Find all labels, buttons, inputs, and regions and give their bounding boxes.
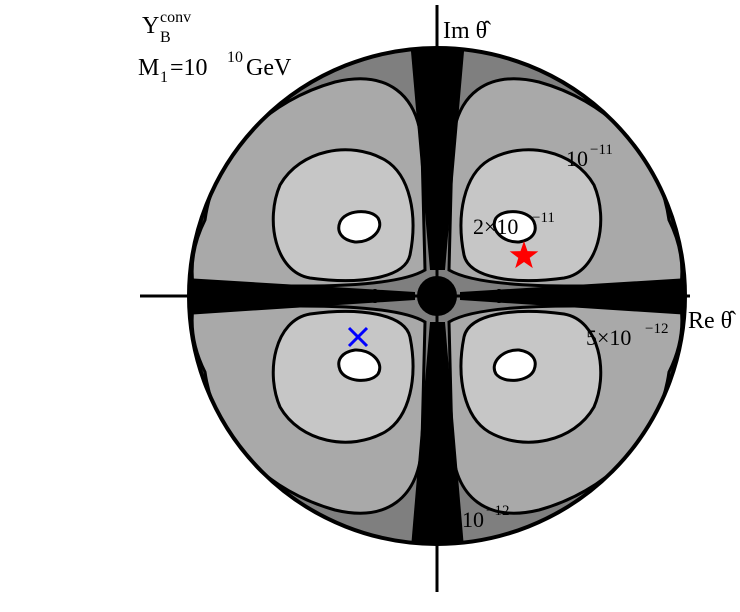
contour-label-1e-12: 10 −12: [462, 503, 509, 532]
title-mass-unit: GeV: [246, 55, 292, 81]
svg-text:2×10: 2×10: [473, 214, 518, 239]
svg-text:−11: −11: [590, 142, 613, 158]
region-2e-11-hole-lower-right: [492, 348, 537, 382]
axis-ticks: [311, 170, 563, 422]
x-axis-label: Re θ̂: [688, 308, 736, 334]
region-1e-11-upper-right: [459, 148, 603, 283]
lobe-lower-right: [447, 304, 684, 515]
star-shape: [509, 241, 539, 269]
contour-label-1e-11: 10 −11: [566, 142, 613, 171]
svg-text:−12: −12: [486, 503, 509, 519]
lobe-upper-left: [190, 77, 427, 288]
contour-label-2e-11: 2×10 −11: [473, 210, 555, 239]
svg-text:−11: −11: [532, 210, 555, 226]
svg-text:5×10: 5×10: [586, 325, 631, 350]
title-mass-exp: 10: [227, 49, 243, 66]
contour-regions: [189, 48, 685, 544]
lobe-lower-left: [190, 304, 427, 515]
svg-text:10: 10: [566, 146, 588, 171]
title-mass: M: [138, 55, 159, 81]
cross-marker: [347, 326, 369, 348]
contour-label-5e-12: 5×10 −12: [586, 321, 668, 350]
title-quantity: Y: [142, 13, 159, 39]
title-mass-eq: =10: [170, 55, 208, 81]
title-quantity-sup: conv: [160, 9, 191, 26]
region-1e-11-lower-right: [459, 309, 603, 444]
region-2e-11-hole-upper-left: [337, 210, 382, 244]
y-axis-label: Im θ̂: [443, 18, 491, 44]
region-1e-11-lower-left: [271, 309, 415, 444]
region-1e-11-upper-left: [271, 148, 415, 283]
region-2e-11-hole-upper-right: [492, 210, 537, 244]
region-2e-11-hole-lower-left: [337, 348, 382, 382]
svg-text:−12: −12: [645, 321, 668, 337]
star-marker: [509, 241, 539, 269]
title-quantity-sub: B: [160, 29, 171, 46]
svg-text:10: 10: [462, 507, 484, 532]
lobe-upper-right: [447, 77, 684, 288]
title-mass-sub: 1: [160, 69, 168, 86]
